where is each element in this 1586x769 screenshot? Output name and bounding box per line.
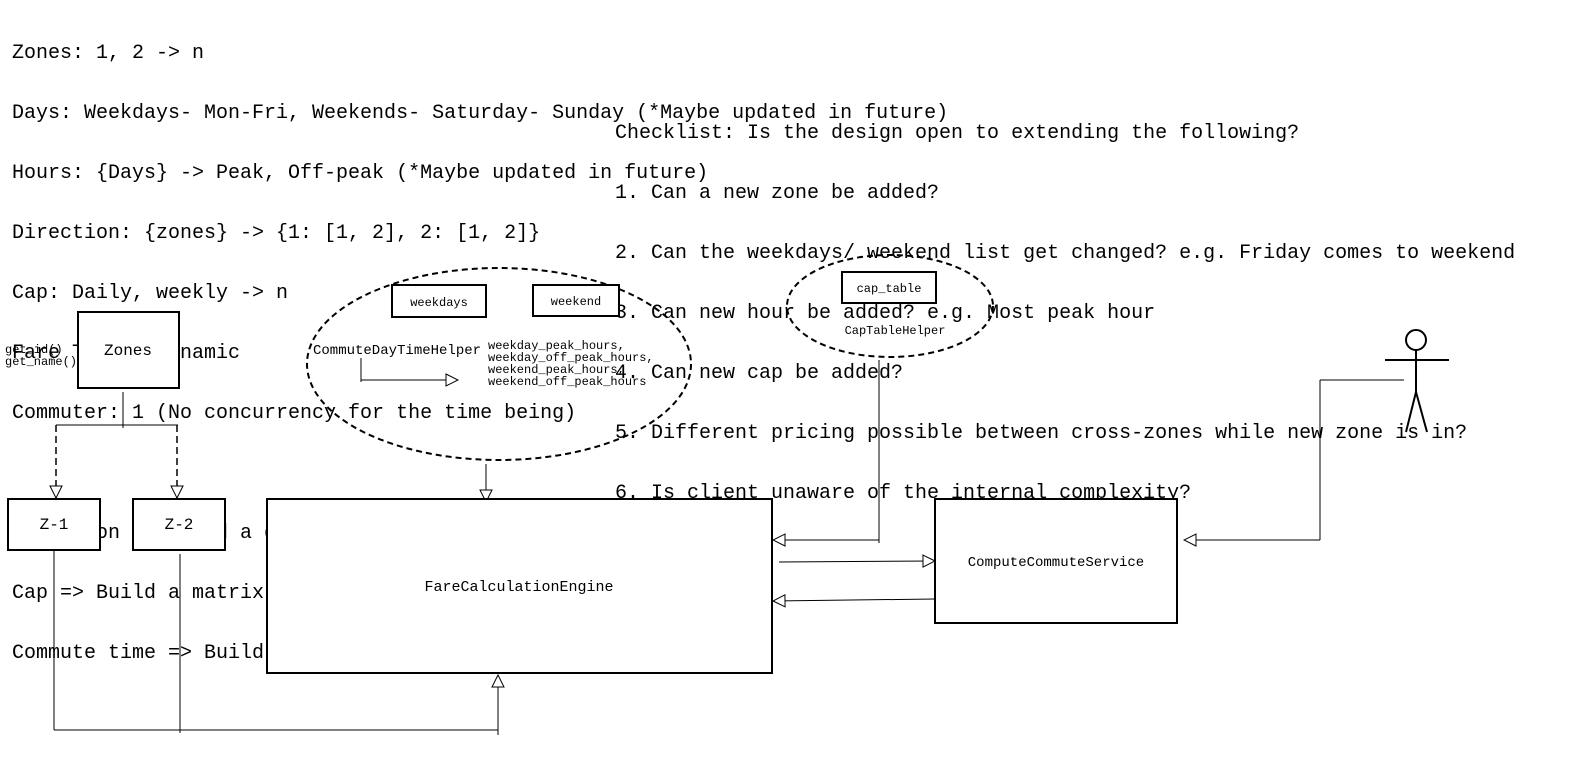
zone-2-box[interactable]: [132, 498, 226, 551]
note-line: Zones: 1, 2 -> n: [12, 42, 205, 65]
checklist: Checklist: Is the design open to extendi…: [615, 84, 1515, 524]
zone-1-label: Z-1: [40, 516, 69, 534]
cap-helper-group: [786, 254, 994, 358]
zones-label: Zones: [104, 342, 152, 360]
note-line: Direction: {zones} -> {1: [1, 2], 2: [1,…: [12, 222, 541, 245]
note-line: Days: Weekdays- Mon-Fri, Weekends- Satur…: [12, 102, 949, 125]
cap-helper-label: CapTableHelper: [845, 324, 946, 338]
checklist-item: 3. Can new hour be added? e.g. Most peak…: [615, 302, 1156, 325]
cap-table-label: cap_table: [857, 282, 922, 296]
checklist-item: 2. Can the weekdays/ weekend list get ch…: [615, 242, 1516, 265]
cap-table-box[interactable]: [841, 271, 937, 304]
compute-commute-service-box[interactable]: [934, 498, 1178, 624]
weekdays-label: weekdays: [410, 296, 468, 310]
hours-item: weekday_peak_hours,: [488, 339, 625, 353]
note-line: Commuter: 1 (No concurrency for the time…: [12, 402, 577, 425]
hours-item: weekend_peak_hours,: [488, 363, 625, 377]
compute-commute-service-label: ComputeCommuteService: [968, 555, 1144, 571]
checklist-item: 4. Can new cap be added?: [615, 362, 904, 385]
note-line: Hours: {Days} -> Peak, Off-peak (*Maybe …: [12, 162, 709, 185]
hours-item: weekend_off_peak_hours: [488, 375, 646, 389]
note-line: Cap: Daily, weekly -> n: [12, 282, 289, 305]
weekdays-box[interactable]: [391, 284, 487, 318]
fare-calculation-engine-label: FareCalculationEngine: [424, 579, 613, 596]
user-actor-icon: [1385, 329, 1449, 433]
hours-item: weekday_off_peak_hours,: [488, 351, 654, 365]
note-line: Cap => Build a matrix: [12, 582, 265, 605]
day-helper-group: [306, 267, 692, 461]
checklist-title: Checklist: Is the design open to extendi…: [615, 122, 1300, 145]
zones-box[interactable]: [77, 311, 180, 389]
fare-calculation-engine-box[interactable]: [266, 498, 773, 674]
service-to-engine-arrow: [773, 599, 936, 601]
weekend-box[interactable]: [532, 284, 620, 317]
day-helper-label: CommuteDayTimeHelper: [313, 343, 481, 359]
checklist-item: 1. Can a new zone be added?: [615, 182, 940, 205]
engine-to-service-arrow: [778, 561, 935, 562]
zones-method: get_id(): [5, 343, 63, 357]
zones-method: get_name(): [5, 355, 77, 369]
checklist-item: 5. Different pricing possible between cr…: [615, 422, 1468, 445]
zone-2-label: Z-2: [165, 516, 194, 534]
weekend-label: weekend: [551, 295, 601, 309]
requirements-notes: Zones: 1, 2 -> n Days: Weekdays- Mon-Fri…: [12, 4, 948, 684]
